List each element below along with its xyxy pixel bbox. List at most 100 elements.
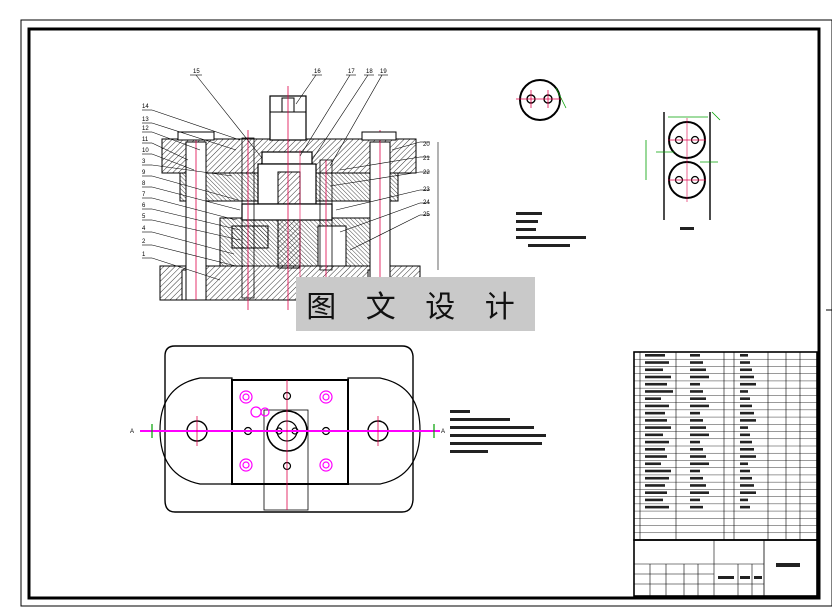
parts-list-cell (645, 426, 671, 429)
svg-text:23: 23 (423, 187, 430, 193)
parts-list-cell (690, 419, 703, 422)
section-marker-right: A (441, 429, 445, 435)
svg-text:20: 20 (423, 142, 430, 148)
parts-list-cell (740, 426, 748, 429)
svg-text:22: 22 (423, 170, 430, 176)
parts-list-cell (740, 390, 748, 393)
svg-text:4: 4 (142, 226, 146, 232)
part-number-15: 15 (193, 69, 200, 75)
tech-notes-1 (516, 212, 586, 247)
parts-list-cell (645, 368, 663, 372)
parts-list-cell (740, 448, 754, 451)
parts-list-cell (740, 404, 752, 408)
parts-list-cell (645, 397, 661, 400)
parts-list-cell (690, 455, 706, 458)
parts-list-cell (740, 411, 754, 415)
parts-list-cell (645, 448, 665, 451)
parts-list (633, 351, 818, 541)
leaders-left (142, 109, 241, 281)
inner-border (27, 27, 821, 600)
parts-list-cell (645, 484, 665, 487)
svg-text:12: 12 (142, 126, 149, 132)
parts-list-cell (690, 382, 700, 386)
parts-list-cell (645, 469, 671, 473)
parts-list-cell (740, 462, 748, 466)
parts-list-cell (690, 448, 703, 451)
parts-list-cell (690, 411, 700, 415)
svg-text:5: 5 (142, 214, 146, 220)
svg-text:3: 3 (142, 159, 146, 165)
leaders-right (329, 141, 430, 251)
parts-list-cell (645, 476, 669, 480)
parts-list-cell (740, 375, 754, 379)
svg-text:21: 21 (423, 156, 430, 162)
svg-text:2: 2 (142, 239, 146, 245)
parts-list-cell (690, 505, 703, 509)
title-block (633, 539, 818, 597)
leaders-top (190, 74, 388, 167)
parts-list-cell (740, 361, 750, 364)
part-numbers-left: 14 13 12 11 10 3 9 8 7 6 5 4 2 1 (142, 104, 149, 258)
part-numbers-right: 20 21 22 23 24 25 (423, 142, 430, 218)
plan-view (140, 345, 440, 513)
parts-list-cell (690, 361, 703, 364)
svg-text:7: 7 (142, 192, 146, 198)
part-number-18: 18 (366, 69, 373, 75)
parts-list-cell (690, 375, 709, 379)
parts-list-cell (740, 440, 752, 444)
svg-text:11: 11 (142, 137, 149, 143)
parts-list-cell (740, 354, 748, 357)
parts-list-cell (740, 433, 750, 437)
parts-list-cell (690, 368, 706, 372)
parts-list-cell (690, 390, 703, 393)
part-number-19: 19 (380, 69, 387, 75)
svg-text:13: 13 (142, 117, 149, 123)
parts-list-cell (645, 411, 665, 415)
parts-list-cell (690, 498, 700, 502)
parts-list-cell (690, 462, 709, 466)
parts-list-cell (740, 505, 750, 509)
parts-list-cell (645, 375, 671, 379)
svg-text:25: 25 (423, 212, 430, 218)
parts-list-cell (690, 426, 706, 429)
parts-list-cell (740, 476, 752, 480)
svg-text:14: 14 (142, 104, 149, 110)
tech-notes-2 (450, 410, 546, 453)
svg-text:8: 8 (142, 181, 146, 187)
parts-list-cell (690, 484, 706, 487)
parts-list-cell (645, 404, 669, 408)
parts-list-cell (645, 382, 667, 386)
parts-list-cell (690, 397, 706, 400)
parts-list-cell (740, 397, 750, 400)
svg-text:6: 6 (142, 203, 146, 209)
parts-list-cell (740, 484, 754, 487)
parts-list-cell (740, 455, 756, 458)
parts-list-cell (690, 491, 709, 494)
parts-list-cell (645, 455, 667, 458)
parts-list-cell (645, 440, 669, 444)
workpiece-detail (516, 79, 567, 121)
parts-list-cell (690, 469, 700, 473)
parts-list-cell (645, 419, 667, 422)
parts-list-cell (690, 476, 703, 480)
section-marker-left: A (130, 429, 134, 435)
parts-list-cell (690, 440, 700, 444)
strip-layout (645, 111, 721, 230)
parts-list-cell (740, 368, 752, 372)
parts-list-cell (645, 354, 665, 357)
svg-text:9: 9 (142, 170, 146, 176)
parts-list-cell (645, 505, 669, 509)
outer-border (20, 19, 832, 607)
part-number-17: 17 (348, 69, 355, 75)
watermark-label: 图 文 设 计 (296, 277, 535, 331)
parts-list-cell (645, 462, 661, 466)
parts-list-cell (740, 498, 748, 502)
parts-list-cell (645, 390, 673, 393)
part-number-16: 16 (314, 69, 321, 75)
parts-list-cell (645, 491, 667, 494)
svg-text:1: 1 (142, 252, 146, 258)
parts-list-cell (645, 498, 663, 502)
parts-list-cell (645, 361, 669, 364)
svg-text:24: 24 (423, 200, 430, 206)
